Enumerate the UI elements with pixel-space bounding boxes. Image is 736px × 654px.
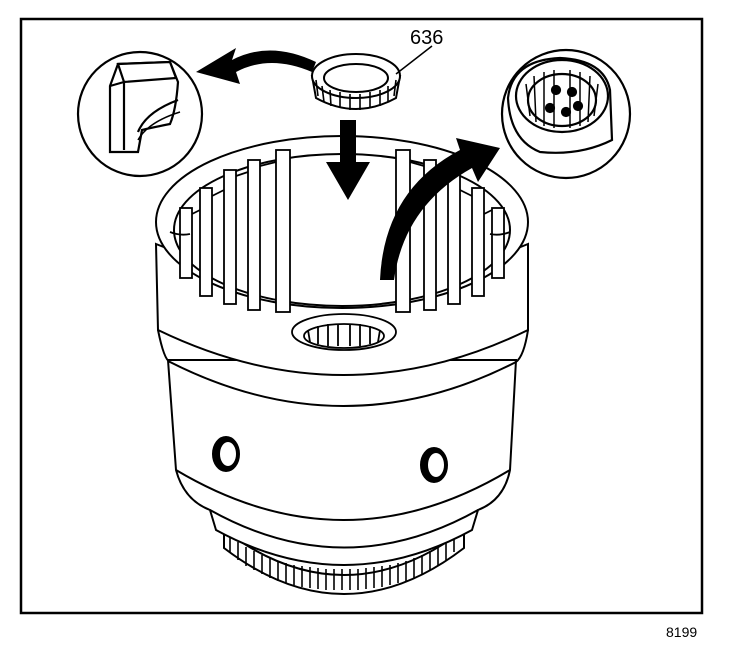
inset-detail-left (76, 50, 204, 178)
bearing-636 (310, 53, 402, 110)
lower-drum (166, 359, 518, 566)
center-hub (291, 313, 397, 351)
arrow-icon (196, 48, 316, 84)
output-gear-teeth (223, 528, 465, 595)
arrow-icon (380, 138, 500, 280)
callout-leader (395, 45, 433, 75)
figure-number: 8199 (666, 624, 697, 640)
inset-detail-right (500, 48, 632, 180)
internal-splines (169, 149, 511, 313)
callout-label: 636 (410, 27, 443, 49)
arrow-icon (326, 120, 370, 200)
